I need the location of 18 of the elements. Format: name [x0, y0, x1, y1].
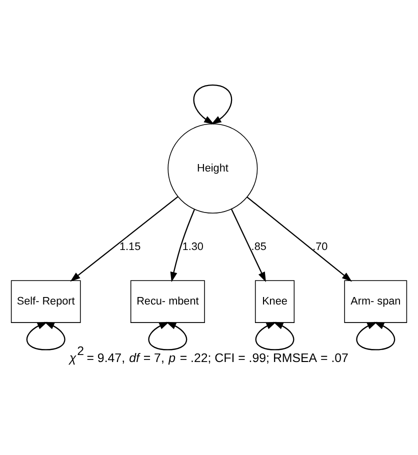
- edge-label: 1.30: [182, 240, 204, 253]
- edge-label: 1.15: [119, 240, 141, 253]
- edge-label: .85: [251, 240, 266, 253]
- arrow: [70, 196, 178, 282]
- arrow: [170, 209, 195, 282]
- node-box: Recu- mbent: [130, 280, 205, 323]
- edge-label: .70: [312, 240, 328, 253]
- arrow: [26, 322, 66, 350]
- node-box: Self- Report: [10, 280, 81, 323]
- arrow: [148, 322, 188, 350]
- arrow: [246, 196, 352, 282]
- node-box: Knee: [254, 280, 295, 323]
- arrow: [193, 84, 232, 124]
- arrow: [356, 322, 396, 350]
- node-circle: Height: [168, 124, 258, 214]
- arrow: [230, 208, 266, 282]
- node-box: Arm- span: [344, 280, 408, 323]
- arrow: [255, 322, 294, 350]
